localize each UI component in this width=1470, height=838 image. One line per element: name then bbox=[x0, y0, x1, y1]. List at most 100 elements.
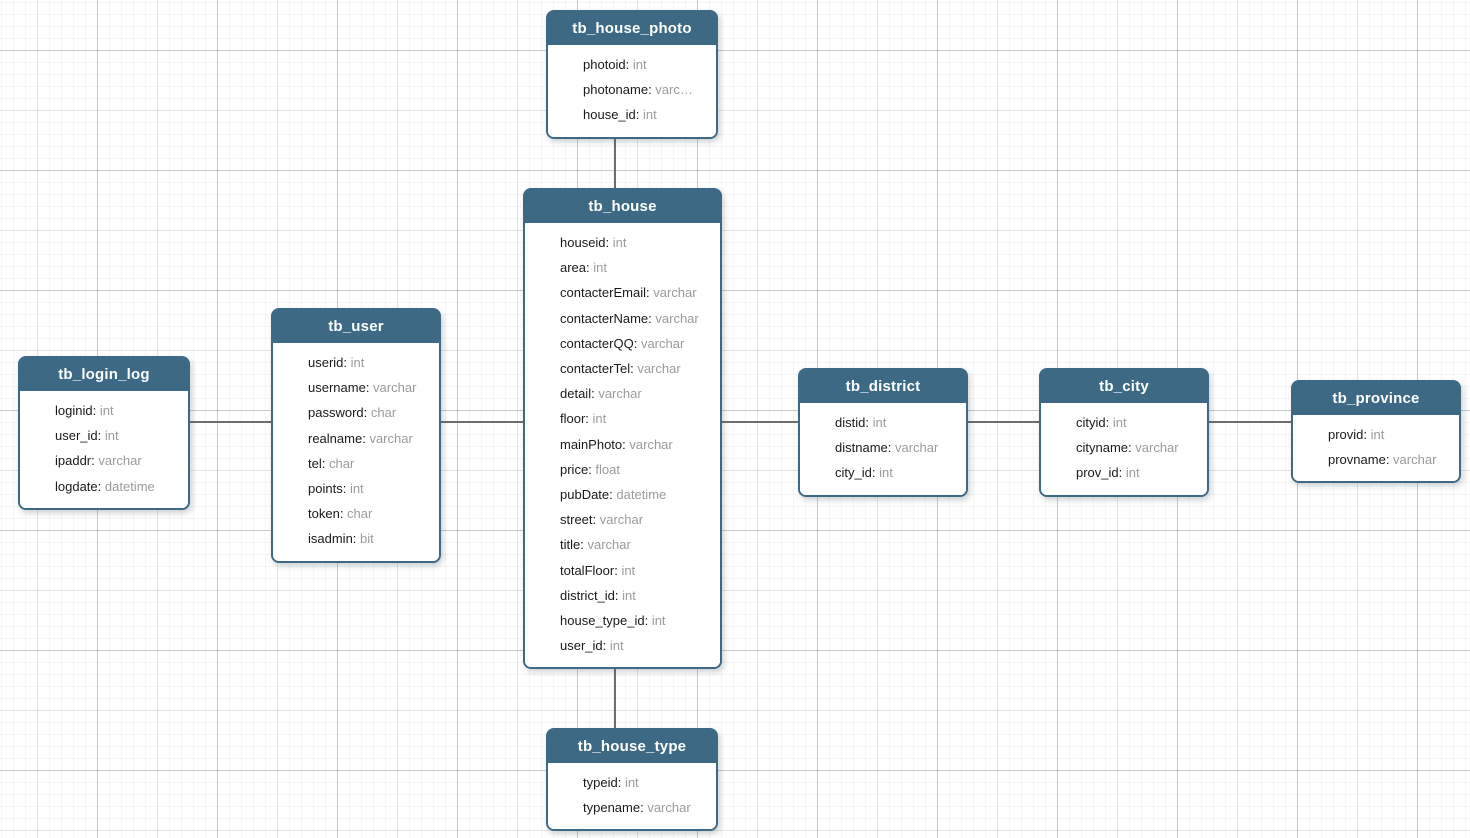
field-name: mainPhoto bbox=[560, 437, 629, 452]
field-type: int bbox=[609, 638, 624, 654]
field-name: user_id bbox=[560, 638, 610, 653]
field-row: houseidint bbox=[560, 230, 712, 255]
table-tb-login-log[interactable]: tb_login_log loginidint user_idint ipadd… bbox=[18, 356, 190, 510]
table-tb-house[interactable]: tb_house houseidint areaint contacterEma… bbox=[523, 188, 722, 670]
table-title[interactable]: tb_user bbox=[273, 310, 439, 343]
connector-house-housetype bbox=[614, 662, 616, 732]
table-tb-house-type[interactable]: tb_house_type typeidint typenamevarchar bbox=[546, 728, 718, 832]
table-tb-user[interactable]: tb_user useridint usernamevarchar passwo… bbox=[271, 308, 441, 563]
field-name: house_type_id bbox=[560, 613, 652, 628]
field-type: varchar bbox=[637, 361, 681, 377]
field-name: contacterQQ bbox=[560, 336, 641, 351]
table-tb-city[interactable]: tb_city cityidint citynamevarchar prov_i… bbox=[1039, 368, 1209, 497]
field-name: house_id bbox=[583, 107, 643, 122]
field-name: pubDate bbox=[560, 487, 616, 502]
field-type: int bbox=[349, 481, 364, 497]
field-type: int bbox=[621, 562, 636, 578]
field-row: streetvarchar bbox=[560, 507, 712, 532]
table-title[interactable]: tb_house_type bbox=[548, 730, 716, 763]
field-row: contacterEmailvarchar bbox=[560, 280, 712, 305]
field-type: varc… bbox=[655, 82, 693, 98]
field-name: detail bbox=[560, 386, 598, 401]
field-row: house_idint bbox=[583, 102, 708, 127]
field-row: photoidint bbox=[583, 52, 708, 77]
table-fields: photoidint photonamevarc… house_idint bbox=[548, 45, 716, 137]
field-row: typeidint bbox=[583, 770, 708, 795]
field-type: int bbox=[612, 235, 627, 251]
field-type: varchar bbox=[629, 436, 673, 452]
field-type: int bbox=[592, 411, 607, 427]
field-type: varchar bbox=[98, 453, 142, 469]
table-title[interactable]: tb_house bbox=[525, 190, 720, 223]
field-row: photonamevarc… bbox=[583, 77, 708, 102]
field-name: contacterName bbox=[560, 311, 655, 326]
field-name: distname bbox=[835, 440, 895, 455]
field-type: int bbox=[1125, 465, 1140, 481]
table-fields: cityidint citynamevarchar prov_idint bbox=[1041, 403, 1207, 495]
table-fields: houseidint areaint contacterEmailvarchar… bbox=[525, 223, 720, 668]
field-name: photoname bbox=[583, 82, 655, 97]
field-row: citynamevarchar bbox=[1076, 435, 1199, 460]
table-tb-province[interactable]: tb_province providint provnamevarchar bbox=[1291, 380, 1461, 484]
field-row: tokenchar bbox=[308, 501, 431, 526]
table-title[interactable]: tb_province bbox=[1293, 382, 1459, 415]
field-row: useridint bbox=[308, 350, 431, 375]
connector-loginlog-user bbox=[185, 421, 277, 423]
field-name: userid bbox=[308, 355, 351, 370]
field-name: district_id bbox=[560, 588, 622, 603]
field-row: cityidint bbox=[1076, 410, 1199, 435]
connector-district-city bbox=[965, 421, 1043, 423]
table-fields: distidint distnamevarchar city_idint bbox=[800, 403, 966, 495]
table-title[interactable]: tb_house_photo bbox=[548, 12, 716, 45]
field-name: price bbox=[560, 462, 595, 477]
field-name: provname bbox=[1328, 452, 1393, 467]
field-row: user_idint bbox=[560, 633, 712, 658]
table-tb-house-photo[interactable]: tb_house_photo photoidint photonamevarc…… bbox=[546, 10, 718, 139]
field-type: varchar bbox=[640, 335, 685, 351]
field-type: varchar bbox=[647, 800, 691, 816]
field-name: contacterEmail bbox=[560, 285, 653, 300]
field-row: isadminbit bbox=[308, 526, 431, 551]
field-type: varchar bbox=[599, 512, 644, 528]
field-type: varchar bbox=[369, 430, 413, 446]
field-name: isadmin bbox=[308, 531, 360, 546]
field-type: int bbox=[593, 260, 607, 276]
field-name: prov_id bbox=[1076, 465, 1126, 480]
field-row: pricefloat bbox=[560, 457, 712, 482]
field-type: int bbox=[350, 355, 365, 371]
field-type: bit bbox=[360, 531, 374, 547]
field-row: floorint bbox=[560, 406, 712, 431]
field-row: user_idint bbox=[55, 423, 180, 448]
field-type: int bbox=[1112, 415, 1127, 431]
field-name: floor bbox=[560, 411, 593, 426]
table-title[interactable]: tb_city bbox=[1041, 370, 1207, 403]
field-row: ipaddrvarchar bbox=[55, 448, 180, 473]
field-type: varchar bbox=[894, 440, 939, 456]
field-row: typenamevarchar bbox=[583, 795, 708, 820]
field-row: contacterQQvarchar bbox=[560, 331, 712, 356]
field-row: pointsint bbox=[308, 476, 431, 501]
field-type: int bbox=[872, 415, 887, 431]
field-name: loginid bbox=[55, 403, 100, 418]
table-title[interactable]: tb_login_log bbox=[20, 358, 188, 391]
field-row: mainPhotovarchar bbox=[560, 432, 712, 457]
field-row: distidint bbox=[835, 410, 958, 435]
table-tb-district[interactable]: tb_district distidint distnamevarchar ci… bbox=[798, 368, 968, 497]
field-name: token bbox=[308, 506, 347, 521]
field-type: int bbox=[651, 612, 666, 628]
connector-city-province bbox=[1206, 421, 1294, 423]
field-name: photoid bbox=[583, 57, 633, 72]
table-title[interactable]: tb_district bbox=[800, 370, 966, 403]
field-name: typename bbox=[583, 800, 647, 815]
field-row: contacterNamevarchar bbox=[560, 306, 712, 331]
field-name: tel bbox=[308, 456, 329, 471]
field-name: contacterTel bbox=[560, 361, 637, 376]
table-fields: useridint usernamevarchar passwordchar r… bbox=[273, 343, 439, 561]
field-row: house_type_idint bbox=[560, 608, 712, 633]
field-name: username bbox=[308, 380, 373, 395]
field-row: totalFloorint bbox=[560, 557, 712, 582]
field-type: varchar bbox=[587, 537, 631, 553]
field-name: distid bbox=[835, 415, 873, 430]
field-type: char bbox=[347, 506, 373, 522]
